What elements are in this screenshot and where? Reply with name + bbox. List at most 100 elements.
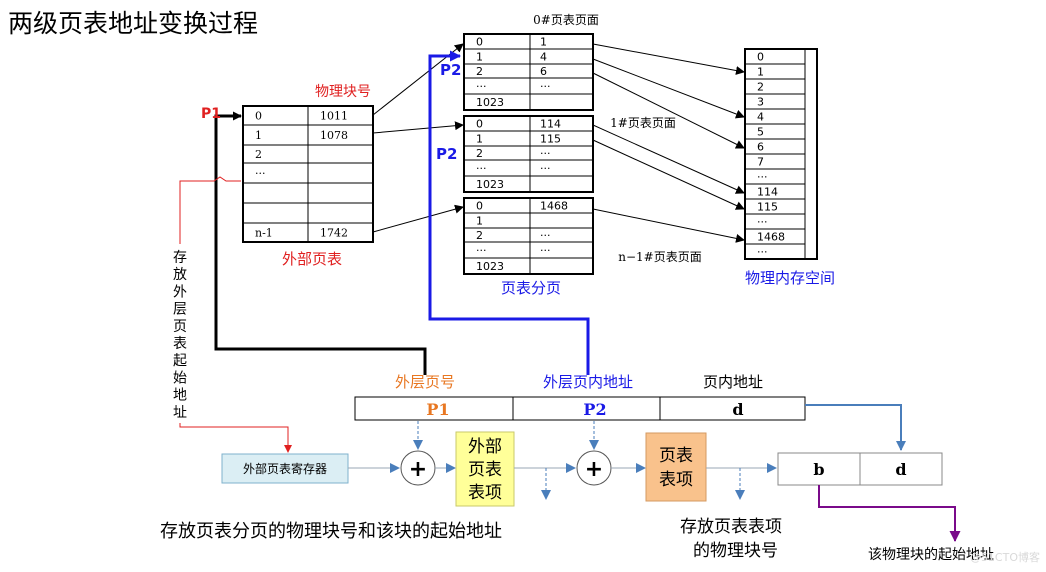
page-table-frame xyxy=(463,33,594,111)
p2-pointer-label: P2 xyxy=(440,61,461,79)
vertical-label-char: 地 xyxy=(173,388,187,404)
physical-offset-d: d xyxy=(895,460,906,479)
memory-cell: 6 xyxy=(757,141,764,154)
page-table-index: 2 xyxy=(476,229,483,242)
diagram-title: 两级页表地址变换过程 xyxy=(8,9,259,38)
memory-cell: 0 xyxy=(757,51,764,64)
page-table-frame xyxy=(463,115,594,193)
note-page-block: 存放页表分页的物理块号和该块的起始地址 xyxy=(160,521,502,542)
page-table-index: 1023 xyxy=(476,260,504,273)
addr-header-outer-offset: 外层页内地址 xyxy=(543,373,633,391)
page-table-value: ··· xyxy=(540,244,551,257)
logical-address: 外层页号 外层页内地址 页内地址 P1 P2 d xyxy=(354,373,806,421)
page-table-value: ··· xyxy=(540,229,551,242)
outer-entry-line3: 表项 xyxy=(468,483,502,503)
memory-cell: 1468 xyxy=(757,231,785,244)
page-tables-caption: 页表分页 xyxy=(501,279,561,297)
p2-path: P2 P2 xyxy=(428,50,590,375)
arrow-page0-row1 xyxy=(592,58,745,119)
outer-row-value: 1078 xyxy=(320,129,348,142)
page-table-index: 0 xyxy=(476,200,483,213)
page-entry-box xyxy=(645,432,707,502)
arrow-page0-row2 xyxy=(592,72,745,149)
address-flow: 外部页表寄存器 + 外部 页表 表项 + 页表 表项 b d xyxy=(221,404,961,542)
note-start-address: 该物理块的起始地址 xyxy=(868,547,994,563)
arrow-page0-row0 xyxy=(592,43,745,75)
page-table-value: ··· xyxy=(540,80,551,93)
vertical-label-char: 址 xyxy=(173,405,187,421)
page-table-value: 6 xyxy=(540,65,547,78)
page0-label: 0#页表页面 xyxy=(533,13,599,27)
mapping-arrows xyxy=(372,43,745,243)
page-table-index: 1023 xyxy=(476,178,504,191)
page-table-index: 1 xyxy=(476,133,483,146)
page-table-value: ··· xyxy=(540,162,551,175)
outer-row-index: 2 xyxy=(255,148,262,161)
page-entry-line1: 页表 xyxy=(659,446,693,466)
arrow-pagen1-row0 xyxy=(592,208,745,243)
addr-field-d: d xyxy=(732,400,743,419)
memory-cell: 5 xyxy=(757,126,764,139)
page1-label: 1#页表页面 xyxy=(610,116,676,130)
memory-caption: 物理内存空间 xyxy=(745,269,835,287)
arrow-page1-row1 xyxy=(592,139,745,210)
memory-cell: 1 xyxy=(757,66,764,79)
vertical-label-char: 外 xyxy=(173,284,187,300)
addr-field-p2: P2 xyxy=(583,400,606,419)
outer-table-register xyxy=(221,453,349,484)
arrow-outer-1-to-page-1 xyxy=(372,121,464,134)
vertical-label-char: 始 xyxy=(173,370,187,386)
vertical-label-char: 表 xyxy=(173,336,187,352)
outer-row-index: n-1 xyxy=(255,227,273,240)
page-entry-line2: 表项 xyxy=(659,470,693,490)
outer-table-caption: 外部页表 xyxy=(282,250,342,268)
page-table-index: 1023 xyxy=(476,96,504,109)
memory-cell: 3 xyxy=(757,96,764,109)
outer-row-value: 1742 xyxy=(320,227,348,240)
page-table-value: 4 xyxy=(540,51,547,64)
page-table-value: ··· xyxy=(540,147,551,160)
outer-row-value: 1011 xyxy=(320,110,348,123)
page-table-value: 114 xyxy=(540,118,561,131)
outer-row-index: 1 xyxy=(255,129,262,142)
adder-1-sign: + xyxy=(409,457,427,482)
vertical-label-char: 页 xyxy=(173,319,187,335)
outer-entry-box xyxy=(455,431,515,507)
page-table-index: 2 xyxy=(476,65,483,78)
outer-row-index: 0 xyxy=(255,110,262,123)
page-table-index: 0 xyxy=(476,36,483,49)
memory-cell: ··· xyxy=(757,216,768,229)
note-entry-block-line2: 的物理块号 xyxy=(693,541,778,561)
outer-start-line xyxy=(179,176,241,244)
p1-pointer-label: P1 xyxy=(201,106,221,122)
addr-header-offset: 页内地址 xyxy=(703,373,763,391)
page-table-value: 1468 xyxy=(540,200,568,213)
vertical-label-char: 存 xyxy=(173,250,187,266)
watermark: @51CTO博客 xyxy=(970,550,1040,564)
outer-entry-line1: 外部 xyxy=(468,437,502,457)
adder-2-sign: + xyxy=(585,457,603,482)
outer-start-line-lower xyxy=(179,423,292,453)
page-table-index: 1 xyxy=(476,215,483,228)
arrow-d-to-result xyxy=(805,404,906,451)
page-table-value: 1 xyxy=(540,36,547,49)
page-table-index: ··· xyxy=(476,80,487,93)
memory-cell: 7 xyxy=(757,156,764,169)
addr-header-outer-page: 外层页号 xyxy=(395,373,455,391)
page-table-index: ··· xyxy=(476,244,487,257)
page-table-frame xyxy=(463,197,594,275)
outer-table-heading: 物理块号 xyxy=(315,84,371,100)
page-table-value: 115 xyxy=(540,133,561,146)
page-table-index: 0 xyxy=(476,118,483,131)
page-table-index: ··· xyxy=(476,162,487,175)
address-bar xyxy=(354,396,806,421)
p1-path: P1 xyxy=(201,106,427,375)
memory-cell: 4 xyxy=(757,111,764,124)
memory-cell: ··· xyxy=(757,246,768,259)
